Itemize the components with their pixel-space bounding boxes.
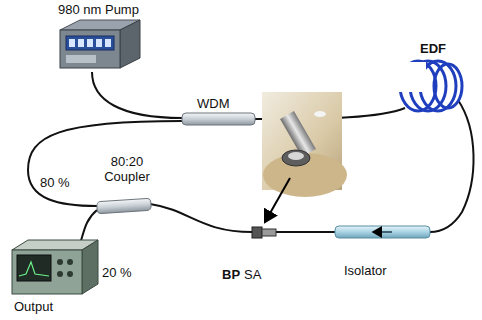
component-label: 80 %	[40, 176, 70, 191]
component-label: Isolator	[344, 264, 387, 279]
component-label: EDF	[420, 42, 446, 57]
component-label: WDM	[197, 97, 230, 112]
component-label: BP	[222, 268, 240, 283]
component-label: 20 %	[102, 266, 132, 281]
component-label: 80:20 Coupler	[100, 155, 154, 185]
component-label: 980 nm Pump	[58, 3, 139, 18]
component-label: Output	[14, 300, 53, 315]
component-label: SA	[244, 268, 261, 283]
